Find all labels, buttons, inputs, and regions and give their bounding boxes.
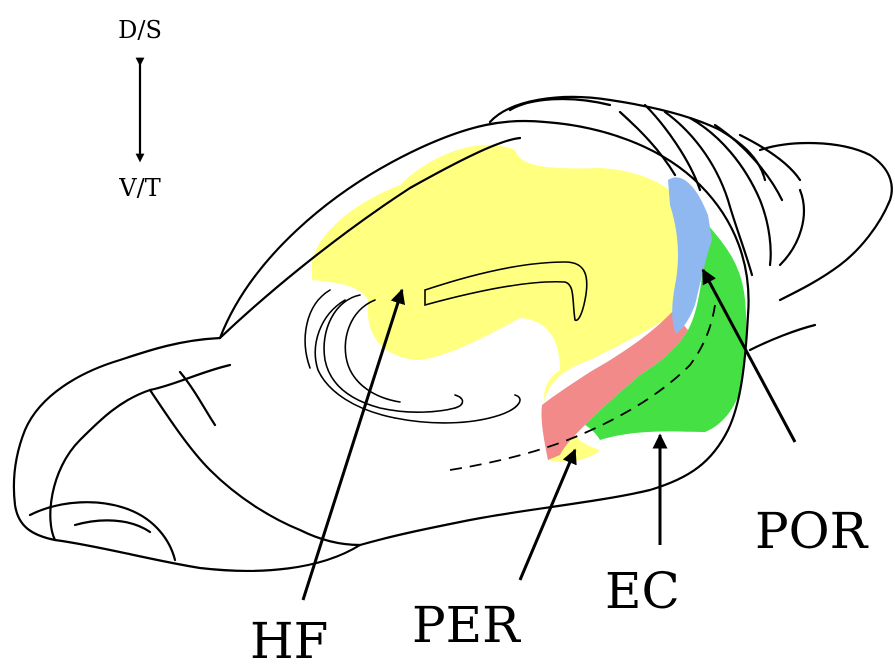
per-arrow bbox=[520, 450, 575, 580]
region-labels: HF PER EC POR bbox=[250, 502, 869, 668]
orientation-bottom-label: V/T bbox=[118, 174, 160, 202]
orientation-top-label: D/S bbox=[118, 16, 162, 44]
per-label: PER bbox=[412, 596, 521, 654]
ec-label: EC bbox=[605, 562, 680, 620]
region-fills bbox=[312, 145, 746, 462]
por-label: POR bbox=[755, 502, 869, 560]
hf-label: HF bbox=[250, 612, 328, 668]
orientation-indicator: D/S V/T bbox=[118, 16, 162, 202]
